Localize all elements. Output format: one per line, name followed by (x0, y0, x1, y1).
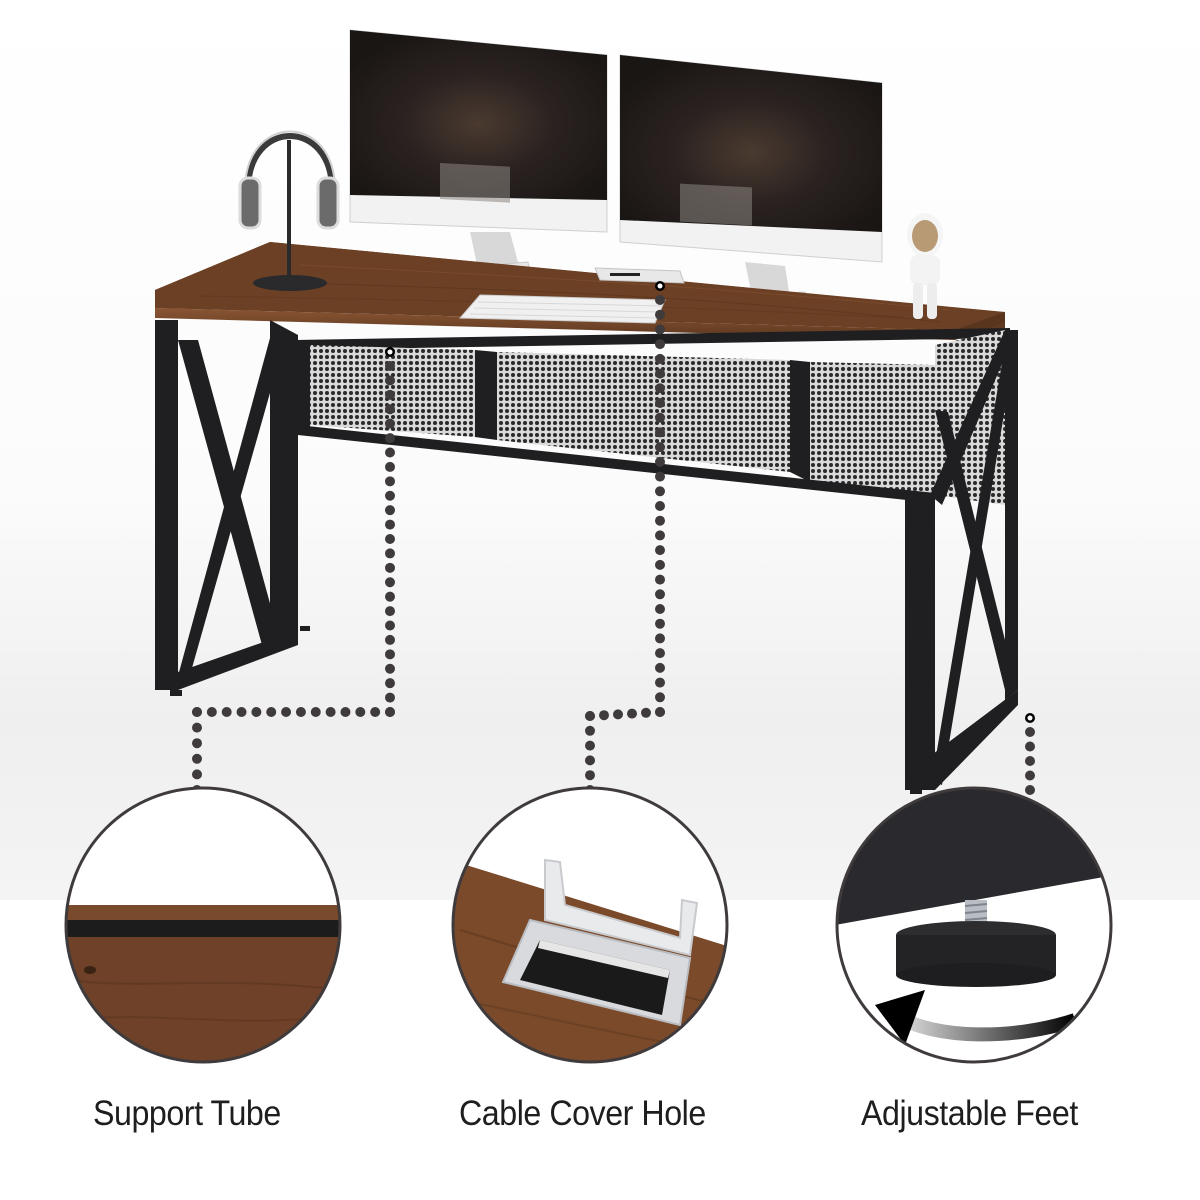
callout-label-cable-cover-hole: Cable Cover Hole (459, 1094, 706, 1133)
keyboard (458, 294, 666, 324)
callout-label-support-tube: Support Tube (93, 1094, 281, 1133)
callout-circle-cable-cover-hole (451, 786, 729, 1064)
cable-grommet (594, 267, 685, 284)
desk-frame (155, 320, 1018, 794)
leader-adjustable-feet (1025, 713, 1035, 723)
leader-lines (385, 281, 1035, 723)
astronaut-figurine (907, 213, 943, 319)
leader-cable-cover-hole (655, 281, 665, 291)
leader-support-tube (385, 347, 395, 357)
callout-label-adjustable-feet: Adjustable Feet (861, 1094, 1078, 1133)
monitor-left (349, 29, 608, 289)
callout-circle-support-tube (64, 786, 342, 1064)
callout-circle-adjustable-feet (835, 786, 1113, 1064)
headphone-stand (238, 130, 340, 291)
